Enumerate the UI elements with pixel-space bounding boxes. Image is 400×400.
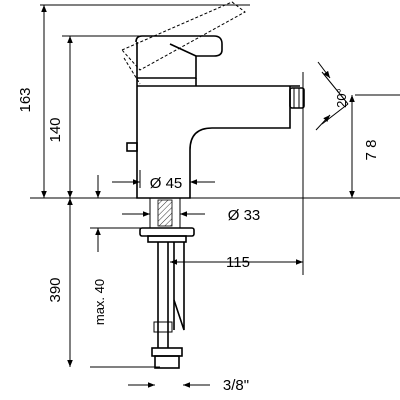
mounting-parts: [139, 197, 195, 369]
label-hole-diameter: Ø 33: [228, 207, 261, 224]
label-max-thickness: max. 40: [92, 279, 107, 325]
dimension-labels: 163 140 390 max. 40 Ø 45 Ø 33 115 7 8 20…: [17, 87, 380, 394]
label-total-height: 163: [17, 87, 34, 112]
reference-lines: [30, 4, 400, 368]
label-angle: 20°: [334, 88, 349, 108]
faucet-body: [121, 1, 305, 199]
label-total-with-pipe: 390: [47, 277, 64, 302]
label-spout-height: 140: [47, 117, 64, 142]
label-reach: 115: [226, 254, 250, 271]
label-base-diameter: Ø 45: [150, 175, 183, 192]
dimension-lines: [41, 4, 355, 388]
label-outlet-height: 7 8: [363, 140, 380, 161]
label-connection: 3/8": [223, 377, 249, 394]
